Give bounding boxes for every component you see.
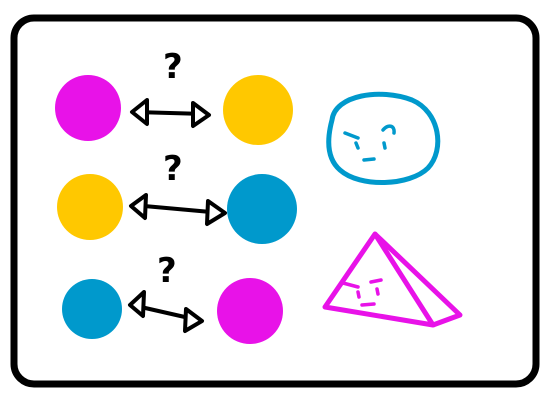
row1-double-arrow-icon — [130, 98, 211, 128]
row3-double-arrow-icon — [128, 290, 204, 333]
row3-left-dot — [62, 279, 122, 339]
row3-right-dot — [217, 278, 283, 344]
row2-double-arrow-icon — [129, 193, 227, 226]
row2-right-dot — [227, 174, 297, 244]
pyramid-face-icon — [322, 231, 463, 328]
row2-question-mark: ? — [163, 149, 183, 189]
row1-right-dot — [223, 75, 293, 145]
row1-left-dot — [55, 75, 121, 141]
row1-question-mark: ? — [163, 47, 183, 87]
row2-left-dot — [57, 174, 123, 240]
row3-question-mark: ? — [157, 251, 177, 291]
circle-face-icon — [326, 91, 441, 186]
